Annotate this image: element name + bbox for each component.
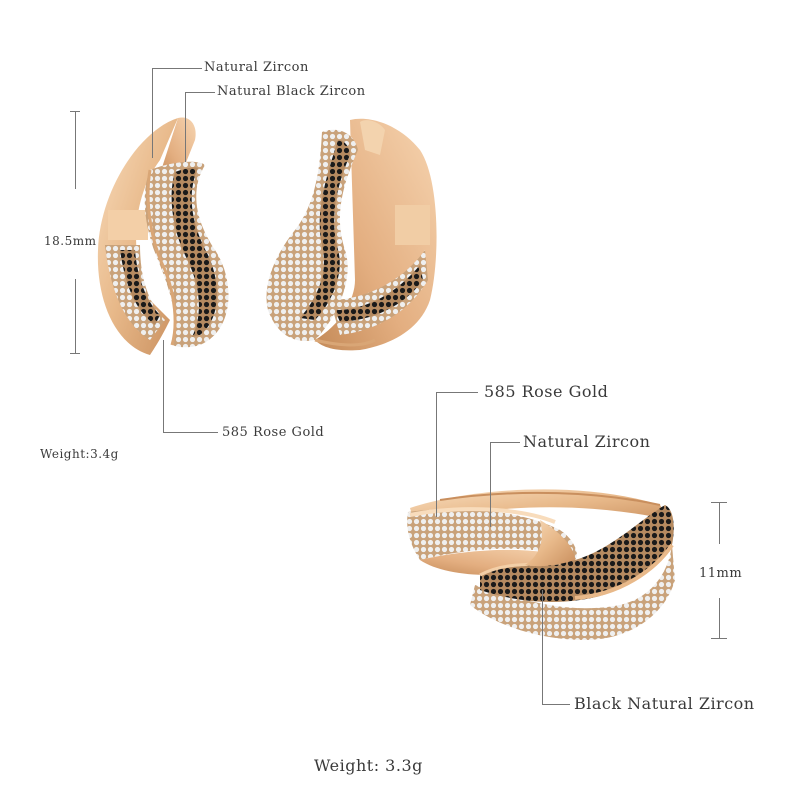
label-natural-black-zircon: Natural Black Zircon	[217, 84, 366, 99]
leader-line	[436, 392, 437, 517]
label-natural-zircon: Natural Zircon	[204, 60, 309, 75]
dimension-line	[719, 598, 720, 638]
leader-line	[542, 704, 570, 705]
label-585-rose-gold: 585 Rose Gold	[222, 425, 325, 440]
label-black-natural-zircon: Black Natural Zircon	[574, 694, 755, 713]
dimension-earring-height: 18.5mm	[44, 234, 97, 248]
leader-line	[490, 442, 491, 527]
leader-line	[490, 442, 520, 443]
earring-weight: Weight:3.4g	[40, 447, 119, 461]
leader-line	[436, 392, 478, 393]
dimension-cap	[711, 638, 727, 639]
leader-line	[163, 432, 218, 433]
ring-weight: Weight: 3.3g	[314, 756, 423, 775]
leader-line	[185, 92, 215, 93]
leader-line	[163, 340, 164, 433]
leader-line	[185, 92, 186, 162]
dimension-line	[75, 279, 76, 353]
dimension-line	[719, 502, 720, 544]
label-natural-zircon: Natural Zircon	[523, 432, 651, 451]
leader-line	[542, 590, 543, 705]
leader-line	[152, 68, 153, 158]
dimension-ring-height: 11mm	[699, 566, 743, 581]
leader-line	[152, 68, 202, 69]
dimension-cap	[70, 353, 80, 354]
label-585-rose-gold: 585 Rose Gold	[484, 382, 609, 401]
dimension-line	[75, 111, 76, 189]
